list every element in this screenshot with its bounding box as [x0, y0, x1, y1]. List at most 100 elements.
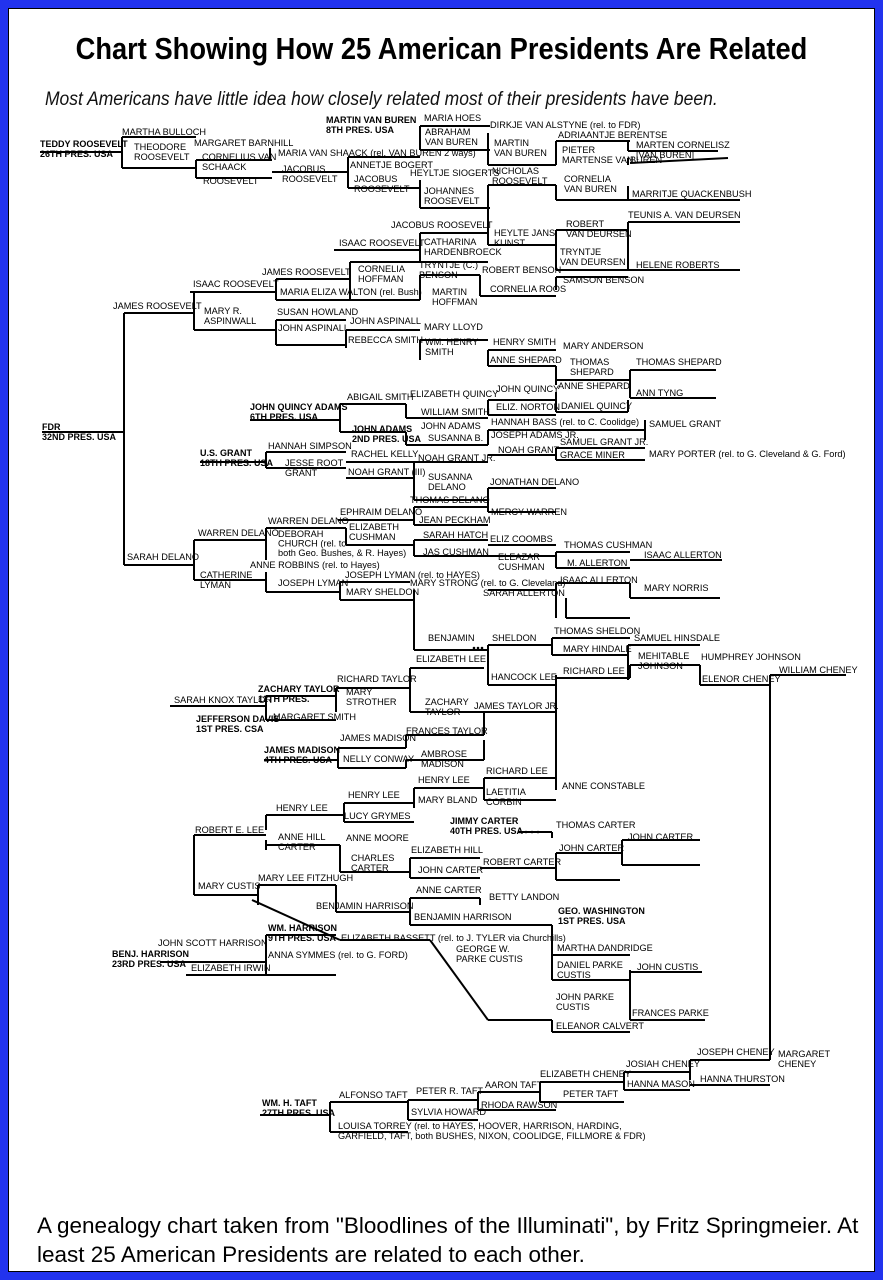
person-elenor-cheney: ELENOR CHENEY	[702, 674, 781, 684]
person-martha-dandridge: MARTHA DANDRIDGE	[557, 943, 653, 953]
person-john-scott-harrison: JOHN SCOTT HARRISON	[158, 938, 268, 948]
person-label-line: BUREN	[630, 155, 662, 165]
person-isaac-roosevelt-2: ISAAC ROOSEVELT	[193, 279, 279, 289]
person-label-line: NICHOLAS	[492, 166, 539, 176]
person-label-line: ROOSEVELT	[424, 196, 480, 206]
person-label-line: GARFIELD, TAFT, both BUSHES, NIXON, COOL…	[338, 1131, 646, 1141]
person-buren: BUREN	[630, 155, 662, 165]
dotted-link-mark	[524, 830, 528, 834]
person-label-line: VAN BUREN	[564, 184, 617, 194]
person-label-line: NOAH GRANT (III)	[348, 467, 425, 477]
person-label-line: JAMES TAYLOR JR.	[474, 701, 559, 711]
person-label-line: ANNE CARTER	[416, 885, 482, 895]
person-label-line: ADRIAANTJE BERENTSE	[558, 130, 667, 140]
person-label-line: RACHEL KELLY	[351, 449, 418, 459]
person-samuel-hinsdale: SAMUEL HINSDALE	[634, 633, 720, 643]
person-label-line: MEHITABLE	[638, 651, 689, 661]
person-thomas-shepard-2: THOMAS SHEPARD	[636, 357, 722, 367]
person-label-line: SAMUEL HINSDALE	[634, 633, 720, 643]
person-warren-delano-1: WARREN DELANO	[198, 528, 279, 538]
person-anne-carter: ANNE CARTER	[416, 885, 482, 895]
connector-line	[251, 899, 341, 941]
person-eleanor-calvert: ELEANOR CALVERT	[556, 1021, 644, 1031]
person-maria-hoes: MARIA HOES	[424, 113, 481, 123]
person-label-line: CUSHMAN	[349, 532, 395, 542]
person-label-line: TAYLOR	[425, 707, 461, 717]
person-label-line: ELIZABETH	[349, 522, 399, 532]
person-label-line: MARY SHELDON	[346, 587, 419, 597]
person-label-line: WM. HARRISON	[268, 923, 337, 933]
person-label-line: ISAAC ALLERTON	[644, 550, 722, 560]
person-sarah-knox-taylor: SARAH KNOX TAYLOR	[174, 695, 272, 705]
person-label-line: JOSEPH LYMAN	[278, 578, 348, 588]
person-frances-parke: FRANCES PARKE	[632, 1008, 709, 1018]
person-label-line: RICHARD LEE	[563, 666, 625, 676]
person-label-line: HANNA MASON	[627, 1079, 695, 1089]
person-label-line: HANNA THURSTON	[700, 1074, 785, 1084]
person-label-line: MARTENSE VAN	[562, 155, 634, 165]
person-teunis-van-deursen: TEUNIS A. VAN DEURSEN	[628, 210, 741, 220]
person-label-line: SUSANNA B.	[428, 433, 483, 443]
person-dirkje-van-alstyne: DIRKJE VAN ALSTYNE (rel. to FDR)	[490, 120, 640, 130]
person-benjamin: BENJAMIN	[428, 633, 474, 643]
person-label-line: WILLIAM CHENEY	[779, 665, 858, 675]
person-richard-lee-1: RICHARD LEE	[563, 666, 625, 676]
person-label-line: MADISON	[421, 759, 464, 769]
person-adriaantje-berentse: ADRIAANTJE BERENTSE	[558, 130, 667, 140]
person-label-line: PETER R. TAFT	[416, 1086, 483, 1096]
chart-caption: A genealogy chart taken from "Bloodlines…	[37, 1213, 859, 1267]
person-label-line: ELIZABETH LEE	[416, 654, 486, 664]
person-label-line: ELIZABETH HILL	[411, 845, 483, 855]
person-john-quincy: JOHN QUINCY	[496, 384, 559, 394]
person-jas-cushman: JAS CUSHMAN	[423, 547, 489, 557]
person-label-line: MARTIN	[432, 287, 467, 297]
person-daniel-quincy: DANIEL QUINCY	[561, 401, 632, 411]
person-richard-lee-2: RICHARD LEE	[486, 766, 548, 776]
person-label-line: HOFFMAN	[432, 297, 477, 307]
person-henry-lee-1: HENRY LEE	[418, 775, 470, 785]
person-heyltje-siogerts: HEYLTJE SIOGERTS	[410, 168, 500, 178]
person-label-line: ROBERT E. LEE	[195, 825, 264, 835]
person-isaac-allerton-2: ISAAC ALLERTON	[560, 575, 638, 585]
person-label-line: HANNAH BASS (rel. to C. Coolidge)	[491, 417, 639, 427]
person-henry-smith: HENRY SMITH	[493, 337, 556, 347]
person-hanna-thurston: HANNA THURSTON	[700, 1074, 785, 1084]
person-label-line: CATHARINA	[424, 237, 477, 247]
connector-lines	[40, 125, 846, 1133]
person-label-line: BENJAMIN	[428, 633, 474, 643]
person-label-line: M. ALLERTON	[567, 558, 627, 568]
person-label-line: JOSIAH CHENEY	[626, 1059, 700, 1069]
person-label-line: MARY HINDALE	[563, 644, 632, 654]
person-label-line: BENJAMIN HARRISON	[316, 901, 414, 911]
person-label-line: JOHN ASPINALL	[278, 323, 349, 333]
person-john-carter-3: JOHN CARTER	[418, 865, 484, 875]
person-louisa-torrey: LOUISA TORREY (rel. to HAYES, HOOVER, HA…	[338, 1121, 646, 1141]
person-label-line: JAMES MADISON	[264, 745, 340, 755]
person-label-line: CHURCH (rel. to	[278, 539, 346, 549]
person-label-line: VAN DEURSEN	[560, 257, 626, 267]
person-elizabeth-cheney: ELIZABETH CHENEY	[540, 1069, 631, 1079]
person-label-line: SARAH DELANO	[127, 552, 199, 562]
person-label-line: ANNE CONSTABLE	[562, 781, 645, 791]
person-label-line: BENJ. HARRISON	[112, 949, 189, 959]
person-thomas-cushman: THOMAS CUSHMAN	[564, 540, 652, 550]
person-label-line: MARY	[346, 687, 372, 697]
person-label-line: WM. HENRY	[425, 337, 478, 347]
person-label-line: ELEANOR CALVERT	[556, 1021, 644, 1031]
person-james-roosevelt-1: JAMES ROOSEVELT	[262, 267, 351, 277]
person-label-line: MARY NORRIS	[644, 583, 709, 593]
person-label-line: MARY BLAND	[418, 795, 478, 805]
person-label-line: PIETER	[562, 145, 596, 155]
person-label-line: 18TH PRES. USA	[200, 458, 274, 468]
person-sheldon: SHELDON	[492, 633, 536, 643]
